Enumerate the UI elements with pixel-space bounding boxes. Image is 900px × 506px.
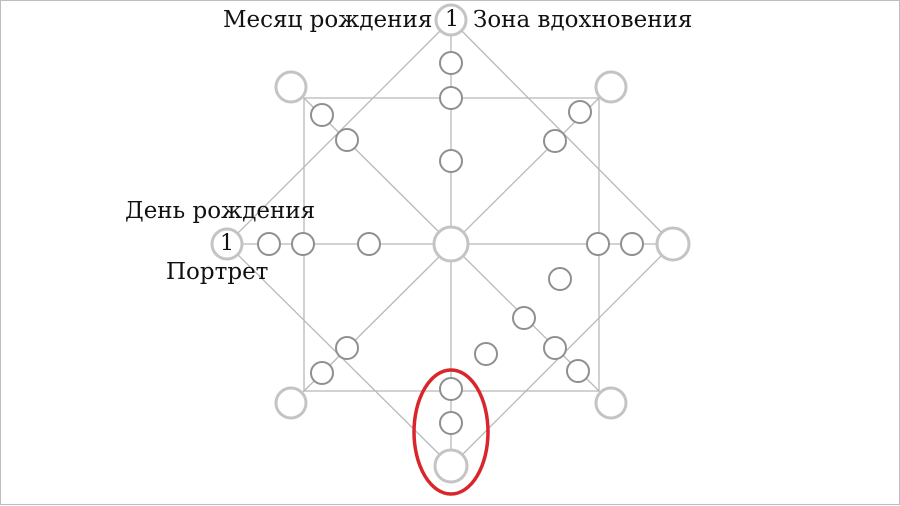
corner-node-top-left-circle (274, 70, 308, 104)
node-circle (310, 361, 334, 385)
node-circle (357, 232, 381, 256)
node-circle (548, 267, 572, 291)
node-circle (543, 336, 567, 360)
node-circle (439, 51, 463, 75)
right-node-circle (655, 226, 691, 262)
node-circle (335, 336, 359, 360)
corner-node-bottom-left-circle (274, 386, 308, 420)
highlight-ellipse (412, 368, 490, 496)
node-circle (439, 149, 463, 173)
node-circle (568, 100, 592, 124)
node-circle (474, 342, 498, 366)
birth-month-label: Месяц рождения (223, 7, 433, 33)
node-circle (512, 306, 536, 330)
corner-node-top-right-circle (594, 70, 628, 104)
node-circle (335, 128, 359, 152)
node-circle (439, 377, 463, 401)
node-circle (291, 232, 315, 256)
node-circle (257, 232, 281, 256)
left-node-circle (210, 227, 244, 261)
node-circle (439, 86, 463, 110)
node-circle (310, 103, 334, 127)
node-circle (586, 232, 610, 256)
portrait-label: Портрет (166, 259, 269, 285)
corner-node-bottom-right-circle (594, 386, 628, 420)
birth-day-label: День рождения (125, 198, 316, 224)
top-node-circle (434, 3, 468, 37)
left-node-number: 1 (220, 231, 234, 256)
node-circle (566, 359, 590, 383)
node-circles (210, 3, 691, 484)
center-node-circle (432, 225, 470, 263)
inspiration-zone-label: Зона вдохновения (473, 7, 693, 33)
node-circle (620, 232, 644, 256)
top-node-number: 1 (445, 7, 459, 32)
bottom-node-circle (433, 448, 469, 484)
node-circle (439, 411, 463, 435)
node-circle (543, 129, 567, 153)
